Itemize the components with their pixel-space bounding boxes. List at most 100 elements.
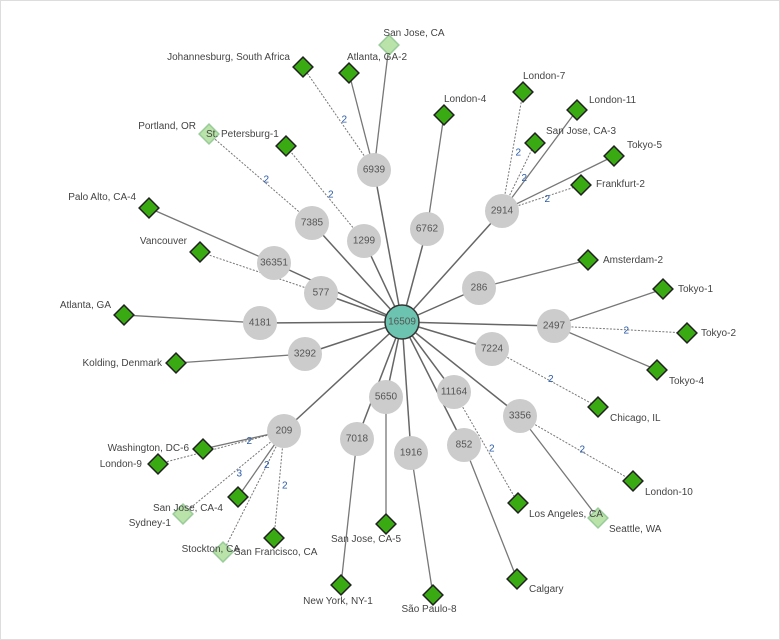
as-node-label: 3356 [509,411,532,422]
location-label: London-9 [100,459,143,470]
as-node-label: 7385 [301,218,324,229]
edge [401,321,412,454]
edge-weight-label: 2 [516,148,522,159]
edge [283,321,403,432]
edge [519,415,634,482]
edge-weight-label: 2 [545,194,551,205]
location-diamond-icon [507,492,529,514]
location-diamond-icon [275,135,297,157]
location-diamond-icon [652,278,674,300]
location-diamond-icon [570,174,592,196]
edge-weight-label: 3 [237,469,243,480]
location-diamond-icon [422,584,444,606]
location-label: Atlanta, GA-2 [347,52,407,63]
location-diamond-icon [147,453,169,475]
location-label: London-11 [589,95,637,106]
location-label: San Jose, CA-5 [331,534,401,545]
location-label: San Francisco, CA [234,547,318,558]
location-diamond-icon [212,541,234,563]
as-node-label: 2497 [543,321,566,332]
as-node [503,399,537,433]
as-node-label: 1916 [400,448,423,459]
location-diamond-icon [378,34,400,56]
location-label: Chicago, IL [610,413,661,424]
location-diamond-icon [506,568,528,590]
edge [273,262,403,323]
as-node [340,422,374,456]
location-diamond-icon [138,197,160,219]
as-node [537,309,571,343]
location-diamond-icon [292,56,314,78]
edge [175,353,306,364]
edge [222,430,285,553]
location-diamond-icon [375,513,397,535]
location-label: Sydney-1 [129,518,172,529]
edge [553,325,688,334]
location-label: São Paulo-8 [401,604,456,615]
as-node-label: 6762 [416,224,439,235]
location-label: Atlanta, GA [60,300,111,311]
location-diamond-icon [577,249,599,271]
location-label: St. Petersburg-1 [206,129,279,140]
edge [463,444,518,580]
hub-node [384,304,420,340]
location-diamond-icon [198,123,220,145]
location-diamond-icon [524,132,546,154]
as-node [304,276,338,310]
as-node-label: 209 [276,426,293,437]
edge [340,438,358,586]
edge [148,207,275,264]
as-node-label: 852 [456,440,473,451]
edge [208,133,313,224]
location-label: New York, NY-1 [303,596,373,607]
edge-weight-label: 2 [328,190,334,201]
edge [401,321,555,327]
location-diamond-icon [338,62,360,84]
edge [373,169,403,323]
as-node [475,332,509,366]
as-node [437,375,471,409]
location-diamond-icon [587,507,609,529]
location-label: Tokyo-2 [701,328,736,339]
edge [123,314,261,324]
edge [478,259,589,289]
as-node [485,194,519,228]
edge [491,348,599,408]
location-diamond-icon [189,241,211,263]
location-diamond-icon [512,81,534,103]
location-label: Tokyo-1 [678,284,713,295]
edge [311,222,403,323]
as-node [369,380,403,414]
edge [401,321,465,446]
location-diamond-icon [566,99,588,121]
edge [501,109,578,212]
edge [401,321,521,417]
location-diamond-icon [192,438,214,460]
location-diamond-icon [165,352,187,374]
edge [453,391,519,504]
as-node [267,414,301,448]
edge [157,430,285,465]
location-diamond-icon [646,359,668,381]
edge [501,155,615,212]
location-label: Johannesburg, South Africa [167,52,290,63]
location-label: Amsterdam-2 [603,255,663,266]
as-node-label: 4181 [249,318,272,329]
location-label: Stockton, CA [182,544,241,555]
location-diamond-icon [622,470,644,492]
location-label: Los Angeles, CA [529,509,603,520]
as-node-label: 7018 [346,434,369,445]
edge-weight-label: 2 [624,326,630,337]
as-node [257,246,291,280]
hub-node-label: 16509 [388,317,416,328]
location-diamond-icon [263,527,285,549]
as-node-label: 3292 [294,349,317,360]
edge-weight-label: 2 [282,481,288,492]
edge [553,288,664,327]
edge [356,321,403,440]
location-label: Palo Alto, CA-4 [68,192,136,203]
location-diamond-icon [603,145,625,167]
location-label: Tokyo-4 [669,376,704,387]
